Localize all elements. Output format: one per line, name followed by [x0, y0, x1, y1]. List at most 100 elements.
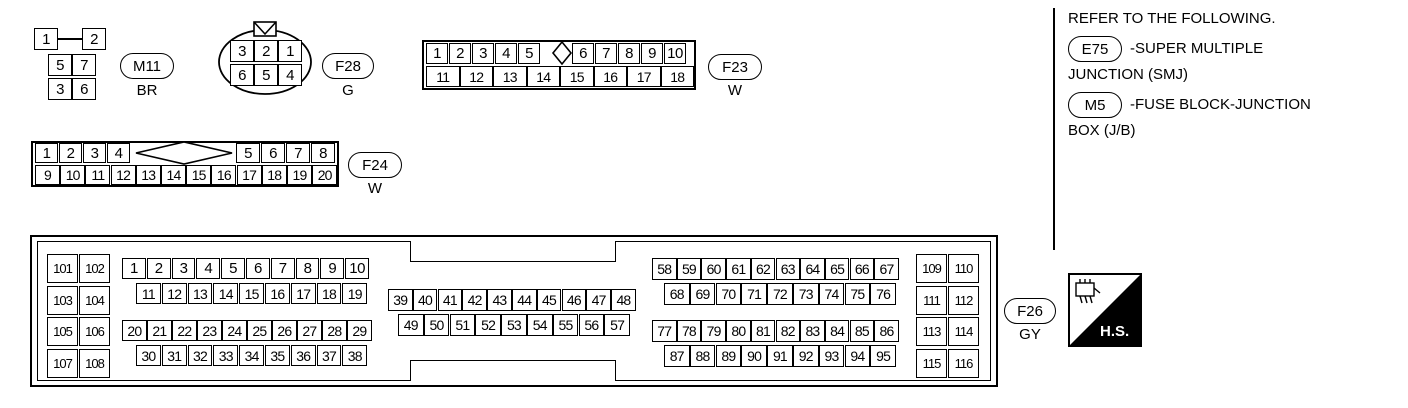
pin: 87 — [664, 345, 690, 367]
pin: 50 — [423, 314, 450, 336]
pin: 5 — [48, 54, 72, 76]
pin: 14 — [161, 165, 186, 185]
pin: 64 — [800, 258, 825, 280]
wire-color: BR — [136, 82, 158, 99]
pin: 23 — [197, 320, 222, 341]
pin: 90 — [741, 345, 767, 367]
pin: 2 — [59, 143, 82, 163]
pin: 19 — [287, 165, 312, 185]
pin: 18 — [316, 283, 342, 304]
housing-notch-bottom — [410, 360, 616, 381]
note-text: -SUPER MULTIPLE — [1130, 40, 1264, 57]
pin: 17 — [290, 283, 316, 304]
pin: 67 — [874, 258, 899, 280]
pin: 63 — [775, 258, 800, 280]
pin: 25 — [247, 320, 272, 341]
pin: 26 — [272, 320, 297, 341]
pin: 14 — [213, 283, 239, 304]
connector-id-badge: F26 — [1004, 298, 1056, 324]
pin: 42 — [462, 289, 487, 311]
pin: 35 — [265, 345, 290, 366]
pin: 60 — [701, 258, 726, 280]
key-diamond — [551, 40, 573, 66]
pin: 107 — [47, 348, 78, 378]
pin: 1 — [34, 28, 58, 50]
pin: 10 — [664, 43, 686, 64]
pin: 75 — [844, 283, 871, 305]
harness-side-connector-icon: H.S. — [1068, 273, 1142, 347]
pin: 11 — [426, 66, 460, 87]
pin: 53 — [501, 314, 527, 336]
pin: 15 — [239, 283, 264, 304]
pin: 52 — [475, 314, 501, 336]
pin: 5 — [236, 143, 260, 163]
pin: 2 — [449, 43, 471, 64]
pin: 7 — [595, 43, 617, 64]
pin: 13 — [135, 165, 161, 185]
pin: 93 — [818, 345, 845, 367]
note-text: -FUSE BLOCK-JUNCTION — [1130, 96, 1311, 113]
pin: 3 — [230, 40, 254, 62]
pin: 1 — [35, 143, 58, 163]
pin: 7 — [72, 54, 96, 76]
pin: 112 — [948, 285, 979, 315]
pin: 6 — [572, 43, 594, 64]
pin: 40 — [412, 289, 438, 311]
pin: 65 — [824, 258, 850, 280]
pin: 71 — [741, 283, 767, 305]
pin: 74 — [818, 283, 845, 305]
pin: 9 — [641, 43, 663, 64]
pin: 79 — [701, 320, 726, 342]
pin: 48 — [611, 289, 636, 311]
pin-link — [58, 38, 82, 40]
pin: 51 — [449, 314, 476, 336]
pin: 21 — [147, 320, 172, 341]
pin: 17 — [627, 66, 661, 87]
pin: 16 — [211, 165, 237, 185]
pin: 81 — [750, 320, 776, 342]
note-badge-m5: M5 — [1068, 92, 1122, 118]
pin: 39 — [388, 289, 413, 311]
pin: 88 — [689, 345, 716, 367]
pin: 106 — [79, 317, 110, 346]
pin: 110 — [948, 254, 979, 283]
pin: 78 — [676, 320, 702, 342]
hs-label: H.S. — [1100, 323, 1130, 340]
pin: 15 — [186, 165, 212, 185]
pin: 2 — [146, 258, 171, 279]
pin: 5 — [518, 43, 540, 64]
pin: 16 — [593, 66, 627, 87]
pin: 1 — [426, 43, 448, 64]
pin: 29 — [347, 320, 372, 341]
pin: 9 — [35, 165, 60, 185]
pin: 24 — [222, 320, 247, 341]
pin: 12 — [110, 165, 136, 185]
pin: 95 — [870, 345, 896, 367]
pin: 2 — [82, 28, 106, 50]
note-text-cont: JUNCTION (SMJ) — [1068, 66, 1188, 83]
housing-notch-top — [410, 241, 616, 262]
pin: 14 — [526, 66, 560, 87]
pin: 46 — [561, 289, 587, 311]
pin: 6 — [261, 143, 285, 163]
pin: 4 — [495, 43, 517, 64]
pin: 80 — [726, 320, 751, 342]
pin: 4 — [278, 64, 302, 86]
pin: 4 — [107, 143, 130, 163]
pin: 59 — [676, 258, 702, 280]
pin: 76 — [870, 283, 896, 305]
pin: 20 — [122, 320, 147, 341]
pin: 70 — [715, 283, 742, 305]
pin: 13 — [187, 283, 213, 304]
pin: 91 — [767, 345, 793, 367]
pin: 22 — [172, 320, 197, 341]
connector-housing — [422, 40, 696, 90]
pin: 85 — [849, 320, 875, 342]
pin: 83 — [800, 320, 825, 342]
pin: 7 — [270, 258, 295, 279]
pin: 8 — [311, 143, 335, 163]
pin: 82 — [775, 320, 800, 342]
pin: 43 — [487, 289, 512, 311]
pin: 16 — [265, 283, 290, 304]
pin: 3 — [48, 78, 72, 100]
